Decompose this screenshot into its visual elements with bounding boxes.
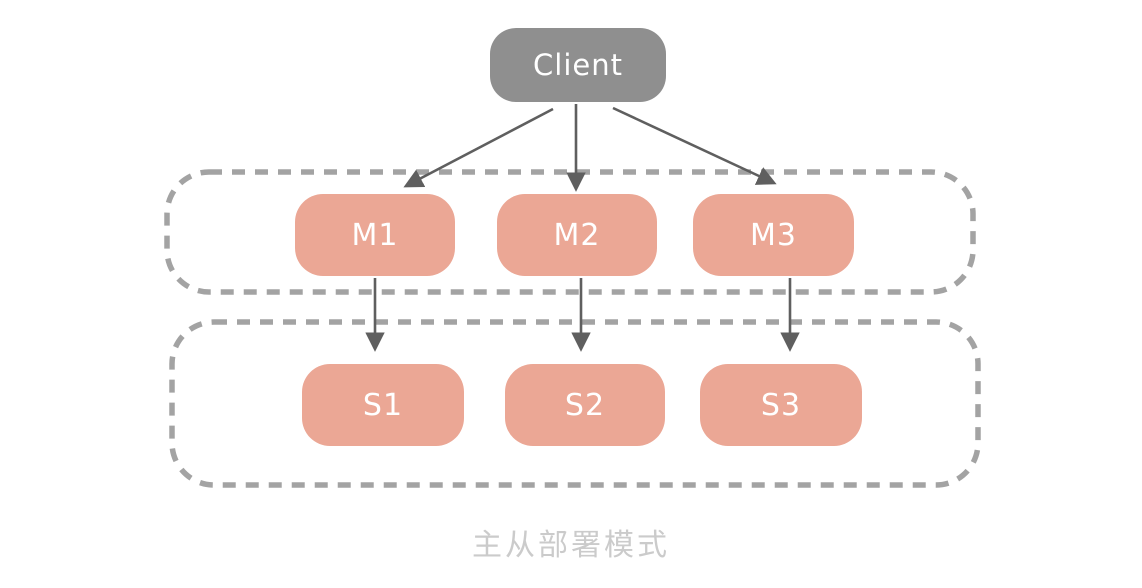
slaves-group-border bbox=[169, 319, 981, 488]
node-m1: M1 bbox=[295, 194, 455, 276]
arrow-client-m3 bbox=[612, 106, 777, 185]
node-s3: S3 bbox=[700, 364, 862, 446]
node-m3: M3 bbox=[693, 194, 854, 276]
diagram-caption: 主从部署模式 bbox=[472, 528, 670, 563]
node-s2: S2 bbox=[505, 364, 665, 446]
node-client: Client bbox=[490, 28, 666, 102]
masters-group-border bbox=[164, 169, 976, 295]
arrow-client-m1 bbox=[403, 107, 554, 188]
node-s1: S1 bbox=[302, 364, 464, 446]
node-m2: M2 bbox=[497, 194, 657, 276]
